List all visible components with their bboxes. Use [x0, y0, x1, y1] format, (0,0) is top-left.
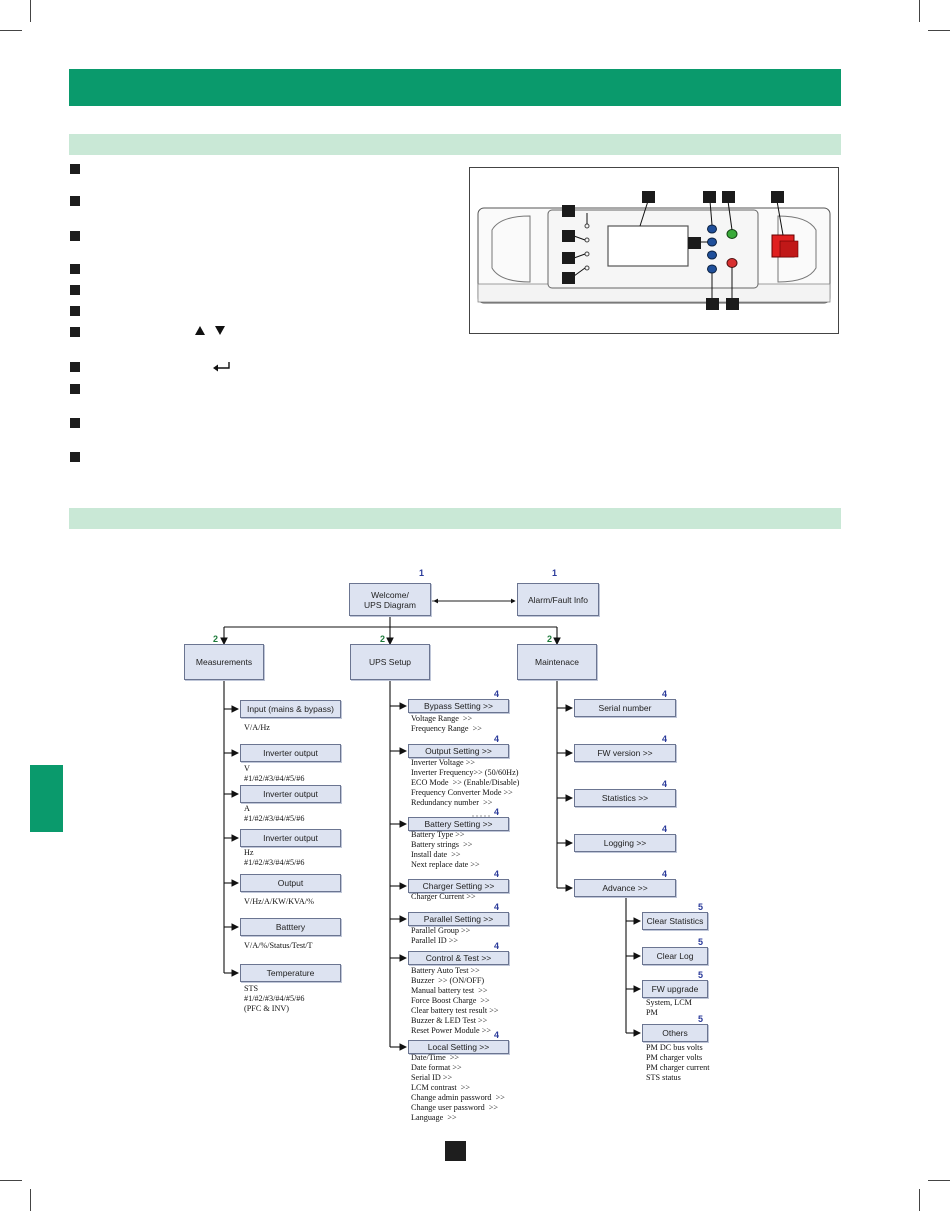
level-number: 2 [213, 634, 219, 644]
advance-item-box[interactable]: FW upgrade [642, 980, 708, 998]
level-number: 1 [552, 568, 558, 578]
level-number: 4 [662, 824, 668, 834]
measurement-item-detail: V/Hz/A/KW/KVA/% [244, 897, 314, 906]
level-number: 4 [662, 869, 668, 879]
setup-item-detail: Battery Type >> Battery strings >> Insta… [411, 830, 480, 869]
crop-mark [0, 30, 22, 31]
setup-item-box[interactable]: Parallel Setting >> [408, 912, 509, 926]
setup-item-detail: Battery Auto Test >> Buzzer >> (ON/OFF) … [411, 966, 499, 1035]
level-number: 4 [662, 689, 668, 699]
crop-mark [0, 1180, 22, 1181]
level-number: 4 [494, 902, 500, 912]
triangle-down-icon [215, 326, 225, 335]
maintenance-box[interactable]: Maintenace [517, 644, 597, 680]
level-number: 4 [494, 1030, 500, 1040]
crop-mark [30, 1189, 31, 1211]
setup-item-box[interactable]: Control & Test >> [408, 951, 509, 965]
section-header-bar-panel [69, 134, 841, 155]
setup-item-box[interactable]: Local Setting >> [408, 1040, 509, 1054]
enter-return-icon [213, 362, 230, 372]
setup-item-box[interactable]: Output Setting >> [408, 744, 509, 758]
level-number: 4 [494, 807, 500, 817]
callout-square [70, 452, 80, 462]
maintenance-item-box[interactable]: FW version >> [574, 744, 676, 762]
setup-item-box[interactable]: Bypass Setting >> [408, 699, 509, 713]
setup-item-box[interactable]: Charger Setting >> [408, 879, 509, 893]
section-header-bar-menu [69, 508, 841, 529]
page-number-box [445, 1141, 466, 1161]
measurement-item-box[interactable]: Inverter output [240, 744, 341, 762]
callout-square [70, 306, 80, 316]
triangle-up-icon [195, 326, 205, 335]
crop-mark [30, 0, 31, 22]
level-number: 4 [494, 689, 500, 699]
level-number: 4 [494, 734, 500, 744]
level-number: 5 [698, 902, 704, 912]
callout-square [70, 196, 80, 206]
measurement-item-box[interactable]: Temperature [240, 964, 341, 982]
level-number: 2 [547, 634, 553, 644]
setup-item-box[interactable]: Battery Setting >> [408, 817, 509, 831]
measurement-item-detail: V/A/%/Status/Test/T [244, 941, 313, 950]
setup-item-detail: Voltage Range >> Frequency Range >> [411, 714, 482, 733]
front-panel-drawing [477, 191, 831, 310]
maintenance-item-box[interactable]: Statistics >> [574, 789, 676, 807]
setup-item-detail: Date/Time >> Date format >> Serial ID >>… [411, 1053, 505, 1122]
level-number: 5 [698, 1014, 704, 1024]
level-number: 5 [698, 937, 704, 947]
callout-square [70, 327, 80, 337]
measurement-item-detail: Hz #1/#2/#3/#4/#5/#6 [244, 848, 305, 867]
callout-square [70, 164, 80, 174]
advance-item-box[interactable]: Clear Statistics [642, 912, 708, 930]
measurement-item-box[interactable]: Input (mains & bypass) [240, 700, 341, 718]
callout-square [70, 362, 80, 372]
measurement-item-box[interactable]: Inverter output [240, 829, 341, 847]
crop-mark [928, 30, 950, 31]
maintenance-item-box[interactable]: Advance >> [574, 879, 676, 897]
maintenance-item-box[interactable]: Serial number [574, 699, 676, 717]
chapter-header-bar [69, 69, 841, 106]
measurement-item-detail: A #1/#2/#3/#4/#5/#6 [244, 804, 305, 823]
advance-item-box[interactable]: Others [642, 1024, 708, 1042]
advance-item-detail: System, LCM PM [646, 998, 692, 1017]
maintenance-item-box[interactable]: Logging >> [574, 834, 676, 852]
ups-setup-box[interactable]: UPS Setup [350, 644, 430, 680]
measurement-item-detail: STS #1/#2/#3/#4/#5/#6 (PFC & INV) [244, 984, 305, 1013]
level-number: 4 [494, 941, 500, 951]
callout-square [70, 264, 80, 274]
measurement-item-box[interactable]: Batttery [240, 918, 341, 936]
advance-item-detail: PM DC bus volts PM charger volts PM char… [646, 1043, 710, 1082]
crop-mark [919, 1189, 920, 1211]
measurement-item-detail: V #1/#2/#3/#4/#5/#6 [244, 764, 305, 783]
measurement-item-box[interactable]: Output [240, 874, 341, 892]
callout-square [70, 384, 80, 394]
level-number: 4 [662, 779, 668, 789]
level-number: 4 [494, 869, 500, 879]
level-number: 5 [698, 970, 704, 980]
setup-item-detail: Inverter Voltage >> Inverter Frequency>>… [411, 758, 520, 807]
level-number: 4 [662, 734, 668, 744]
chapter-side-tab [30, 765, 63, 832]
callout-square [70, 418, 80, 428]
advance-item-box[interactable]: Clear Log [642, 947, 708, 965]
nav-button-enter [707, 250, 717, 260]
measurements-box[interactable]: Measurements [184, 644, 264, 680]
setup-item-detail: Charger Current >> [411, 892, 476, 901]
callout-square [70, 231, 80, 241]
crop-mark [919, 0, 920, 22]
alarm-fault-info-box[interactable]: Alarm/Fault Info [517, 583, 599, 616]
welcome-ups-diagram-box[interactable]: Welcome/ UPS Diagram [349, 583, 431, 616]
level-number: 1 [419, 568, 425, 578]
callout-square [70, 285, 80, 295]
front-panel-figure [469, 167, 839, 334]
setup-item-detail: Parallel Group >> Parallel ID >> [411, 926, 471, 945]
measurement-item-detail: V/A/Hz [244, 723, 270, 732]
measurement-item-box[interactable]: Inverter output [240, 785, 341, 803]
level-number: 2 [380, 634, 386, 644]
crop-mark [928, 1180, 950, 1181]
